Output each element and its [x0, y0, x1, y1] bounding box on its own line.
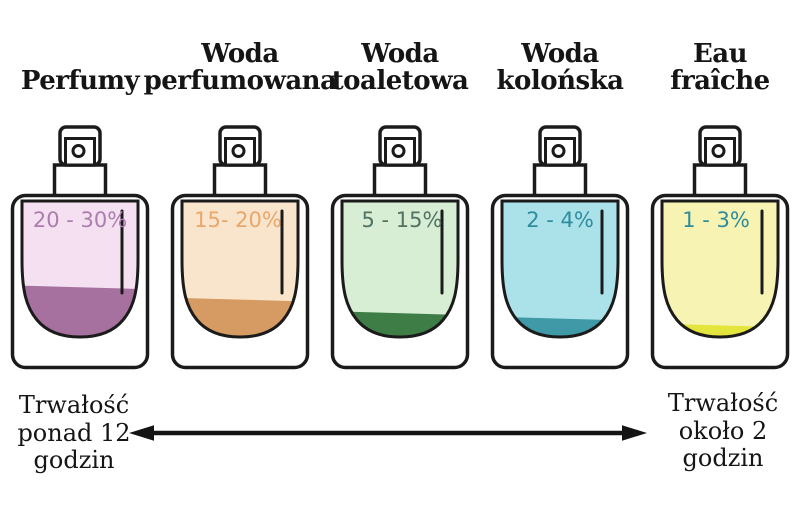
concentration-label: 1 - 3%: [682, 208, 750, 232]
flask-outline: [20, 199, 140, 339]
concentration-label: 5 - 15%: [362, 208, 443, 232]
spray-bottle-eau-fraiche: 1 - 3%: [650, 125, 790, 370]
liquid-light: [662, 201, 778, 337]
duration-right-label: Trwałość około 2 godzin: [667, 389, 779, 472]
nozzle: [384, 137, 416, 167]
column-title-woda-toaletowa: Woda toaletowa: [331, 38, 469, 96]
bottle-collar: [692, 163, 748, 201]
concentration-label: 15- 20%: [194, 208, 282, 232]
nozzle-hole: [391, 144, 406, 158]
liquid-dark: [182, 297, 298, 337]
bottle-column: 15- 20%: [160, 125, 320, 370]
spray-bottle-woda-perfumowana: 15- 20%: [170, 125, 310, 370]
bottle-column: 1 - 3%: [640, 125, 800, 370]
column-title-woda-perfumowana: Woda perfumowana: [143, 38, 337, 96]
bottle-column: 5 - 15%: [320, 125, 480, 370]
flask-outline: [500, 199, 620, 339]
spray-bottle-woda-kolonska: 2 - 4%: [490, 125, 630, 370]
bottle-column: 20 - 30%: [0, 125, 160, 370]
column-title-eau-fraiche: Eau fraîche: [670, 38, 770, 96]
nozzle-hole: [71, 144, 86, 158]
column-title-perfumy: Perfumy: [20, 65, 140, 96]
flask-outline: [180, 199, 300, 339]
nozzle: [704, 137, 736, 167]
concentration-label: 2 - 4%: [526, 208, 594, 232]
liquid-dark: [22, 285, 138, 337]
bottle-column: 2 - 4%: [480, 125, 640, 370]
duration-scale: Trwałość ponad 12 godzin Trwałość około …: [0, 370, 800, 508]
nozzle-hole: [551, 144, 566, 158]
spray-bottle-woda-toaletowa: 5 - 15%: [330, 125, 470, 370]
concentration-label: 20 - 30%: [33, 208, 127, 232]
titles-row: Perfumy Woda perfumowana Woda toaletowa …: [0, 0, 800, 125]
column-title-woda-kolonska: Woda kolońska: [496, 38, 624, 96]
liquid-light: [502, 201, 618, 337]
spray-bottle-perfumy: 20 - 30%: [10, 125, 150, 370]
duration-left-label: Trwałość ponad 12 godzin: [17, 391, 131, 474]
flask-outline: [660, 199, 780, 339]
nozzle-hole: [231, 144, 246, 158]
flask-outline: [340, 199, 460, 339]
bottles-row: 20 - 30% 15- 20%: [0, 125, 800, 370]
nozzle-hole: [711, 144, 726, 158]
double-headed-arrow: [129, 425, 647, 441]
